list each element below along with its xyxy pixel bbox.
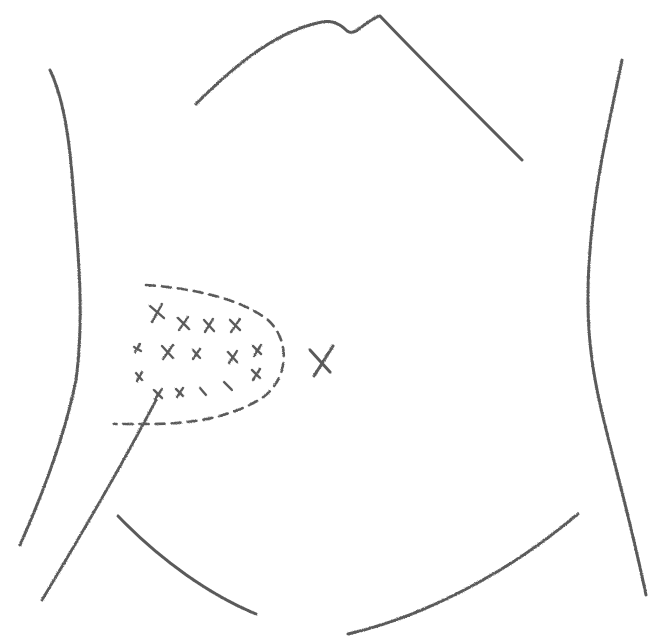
x-mark — [176, 388, 183, 397]
region-x-marks — [134, 304, 261, 399]
x-mark — [230, 319, 240, 332]
x-mark — [136, 372, 142, 381]
x-mark — [150, 304, 164, 322]
pointer-line — [42, 400, 156, 600]
x-mark — [134, 344, 141, 352]
x-mark — [200, 388, 206, 395]
lower-abdomen-arc — [348, 514, 578, 634]
chest-outline — [196, 16, 522, 160]
x-mark — [193, 349, 200, 359]
x-mark — [178, 317, 189, 330]
single-x-mark — [310, 346, 333, 376]
right-flank-outline — [588, 60, 646, 595]
left-flank-outline — [20, 70, 80, 545]
x-mark — [228, 351, 237, 363]
marked-region — [114, 285, 284, 424]
x-mark — [252, 369, 260, 380]
x-mark — [162, 345, 173, 359]
x-mark — [154, 389, 162, 399]
x-mark — [204, 319, 214, 332]
x-mark — [253, 345, 261, 356]
lower-abdomen-arc — [118, 516, 256, 614]
x-mark — [224, 382, 232, 390]
